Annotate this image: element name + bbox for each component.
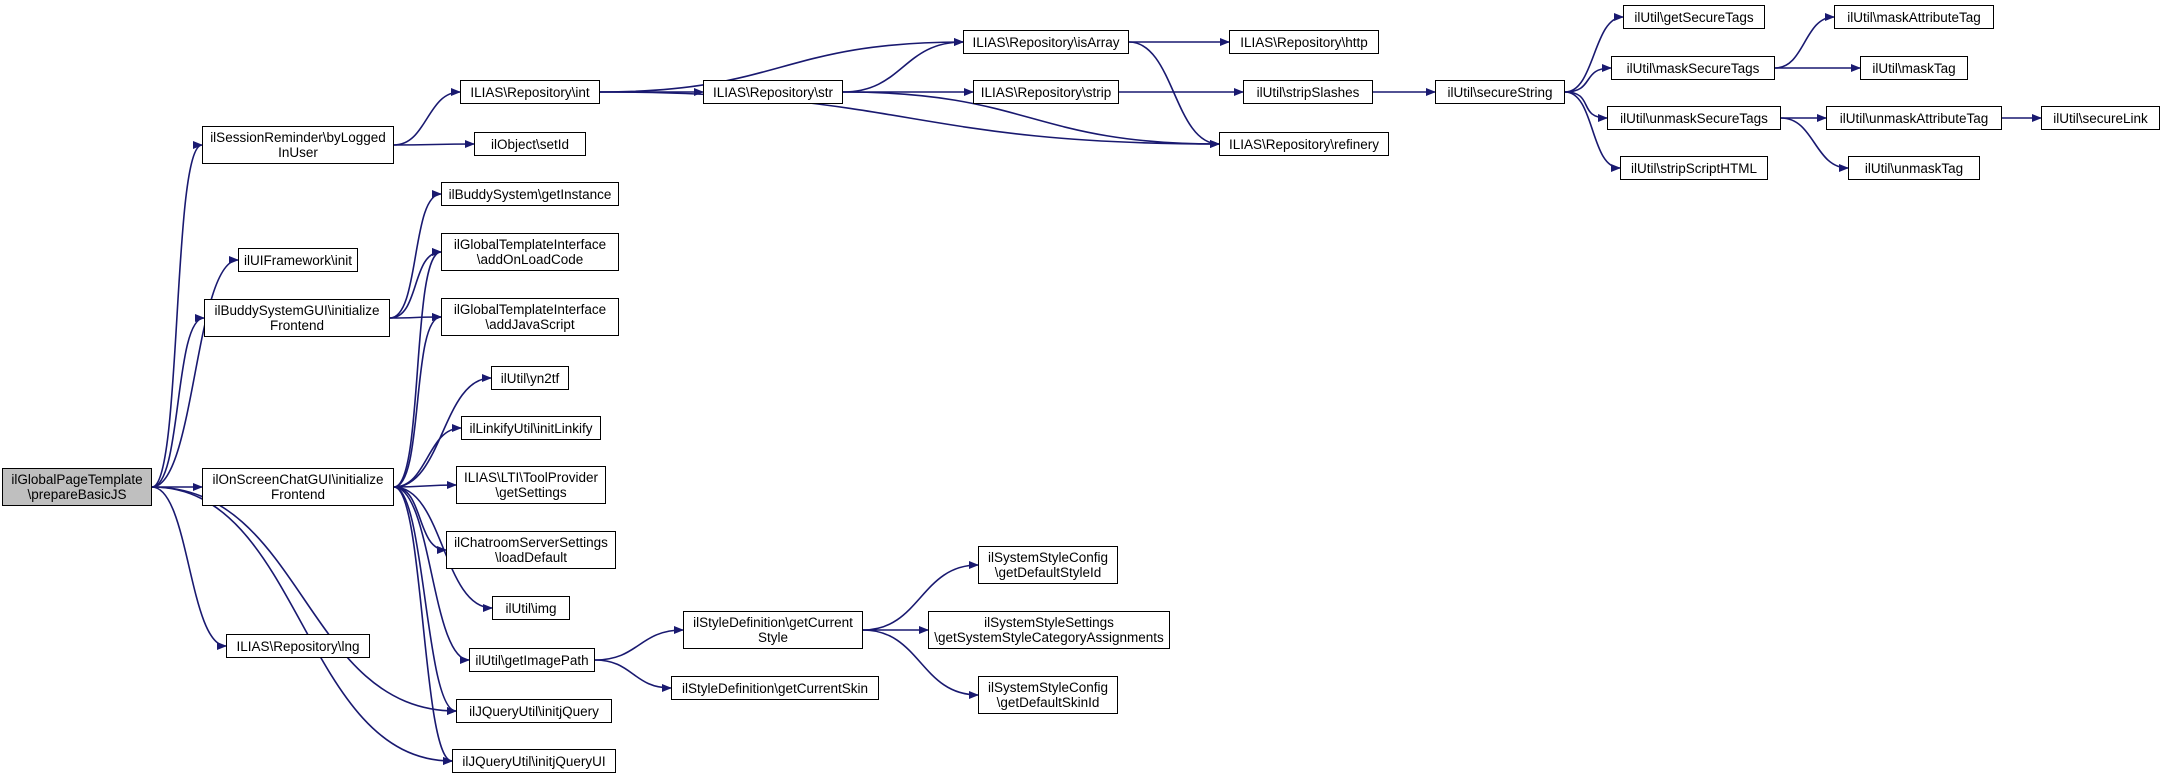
node-repository-http[interactable]: ILIAS\Repository\http (1229, 30, 1379, 54)
node-object-set-id[interactable]: ilObject\setId (474, 132, 586, 156)
edge-n0-to-n7 (151, 486, 453, 765)
edge-n4-to-n16 (393, 486, 447, 554)
node-util-mask-secure-tags[interactable]: ilUtil\maskSecureTags (1611, 56, 1775, 80)
node-util-yn2tf[interactable]: ilUtil\yn2tf (491, 366, 569, 390)
edge-n4-to-n18 (393, 486, 470, 664)
node-repository-strip[interactable]: ILIAS\Repository\strip (973, 80, 1119, 104)
node-system-style-config-get-default-style-id[interactable]: ilSystemStyleConfig\getDefaultStyleId (978, 546, 1118, 584)
node-util-unmask-secure-tags[interactable]: ilUtil\unmaskSecureTags (1607, 106, 1781, 130)
edge-n4-to-n7 (393, 486, 453, 765)
node-global-template-add-on-load-code[interactable]: ilGlobalTemplateInterface\addOnLoadCode (441, 233, 619, 271)
edge-n19-to-n20 (842, 38, 964, 93)
edge-n28-to-n33 (1780, 117, 1849, 172)
edge-n0-to-n1 (151, 141, 203, 488)
node-ui-framework-init[interactable]: ilUIFramework\init (238, 248, 358, 272)
node-repository-is-array[interactable]: ILIAS\Repository\isArray (963, 30, 1129, 54)
node-buddy-system-get-instance[interactable]: ilBuddySystem\getInstance (441, 182, 619, 206)
node-util-strip-slashes[interactable]: ilUtil\stripSlashes (1243, 80, 1373, 104)
node-util-get-image-path[interactable]: ilUtil\getImagePath (469, 648, 595, 672)
edge-n18-to-n36 (594, 659, 672, 692)
edge-n1-to-n8 (393, 88, 461, 146)
edge-n4-to-n14 (393, 424, 462, 488)
node-util-mask-tag[interactable]: ilUtil\maskTag (1860, 56, 1968, 80)
edge-n3-to-n10 (389, 190, 442, 319)
node-repository-lng[interactable]: ILIAS\Repository\lng (226, 634, 370, 658)
node-linkify-util-init-linkify[interactable]: ilLinkifyUtil\initLinkify (461, 416, 601, 440)
node-global-template-add-java-script[interactable]: ilGlobalTemplateInterface\addJavaScript (441, 298, 619, 336)
edge-n3-to-n11 (389, 248, 442, 319)
node-repository-refinery[interactable]: ILIAS\Repository\refinery (1219, 132, 1389, 156)
node-util-unmask-tag[interactable]: ilUtil\unmaskTag (1848, 156, 1980, 180)
node-repository-str[interactable]: ILIAS\Repository\str (703, 80, 843, 104)
edge-n4-to-n17 (393, 486, 493, 612)
edge-n35-to-n37 (862, 561, 979, 631)
node-system-style-settings-get-category-assignments[interactable]: ilSystemStyleSettings\getSystemStyleCate… (928, 611, 1170, 649)
edge-n25-to-n29 (1564, 91, 1621, 172)
edge-n18-to-n35 (594, 626, 684, 661)
edge-n8-to-n22 (599, 91, 1220, 148)
edge-n0-to-n3 (151, 314, 205, 488)
node-jquery-util-init-jquery-ui[interactable]: ilJQueryUtil\initjQueryUI (452, 749, 616, 773)
node-system-style-config-get-default-skin-id[interactable]: ilSystemStyleConfig\getDefaultSkinId (978, 676, 1118, 714)
edge-n3-to-n12 (389, 313, 442, 322)
node-util-strip-script-html[interactable]: ilUtil\stripScriptHTML (1620, 156, 1768, 180)
edge-n4-to-n15 (393, 481, 457, 490)
edge-n0-to-n5 (151, 486, 227, 650)
node-util-get-secure-tags[interactable]: ilUtil\getSecureTags (1623, 5, 1765, 29)
node-util-unmask-attribute-tag[interactable]: ilUtil\unmaskAttributeTag (1826, 106, 2002, 130)
node-style-definition-get-current-skin[interactable]: ilStyleDefinition\getCurrentSkin (671, 676, 879, 700)
node-lti-tool-provider-get-settings[interactable]: ILIAS\LTI\ToolProvider\getSettings (456, 466, 606, 504)
edge-n8-to-n20 (599, 38, 964, 93)
edge-n1-to-n9 (393, 140, 475, 149)
node-jquery-util-init-jquery[interactable]: ilJQueryUtil\initjQuery (456, 699, 612, 723)
edge-n35-to-n39 (862, 629, 979, 699)
edge-n27-to-n30 (1774, 13, 1835, 69)
edge-n4-to-n11 (393, 248, 442, 488)
edge-n25-to-n27 (1564, 64, 1612, 93)
edge-n19-to-n22 (842, 91, 1220, 148)
edge-n4-to-n12 (393, 313, 442, 488)
node-util-img[interactable]: ilUtil\img (492, 596, 570, 620)
edge-n4-to-n6 (393, 486, 457, 715)
edge-n0-to-n2 (151, 256, 239, 488)
node-repository-int[interactable]: ILIAS\Repository\int (460, 80, 600, 104)
node-prepare-basic-js-root: ilGlobalPageTemplate\prepareBasicJS (2, 468, 152, 506)
node-chatroom-server-settings-load-default[interactable]: ilChatroomServerSettings\loadDefault (446, 531, 616, 569)
node-util-secure-string[interactable]: ilUtil\secureString (1435, 80, 1565, 104)
node-util-mask-attribute-tag[interactable]: ilUtil\maskAttributeTag (1834, 5, 1994, 29)
edge-n25-to-n28 (1564, 91, 1608, 122)
edge-n25-to-n26 (1564, 13, 1624, 93)
edge-n20-to-n22 (1128, 41, 1220, 148)
node-util-secure-link[interactable]: ilUtil\secureLink (2041, 106, 2160, 130)
